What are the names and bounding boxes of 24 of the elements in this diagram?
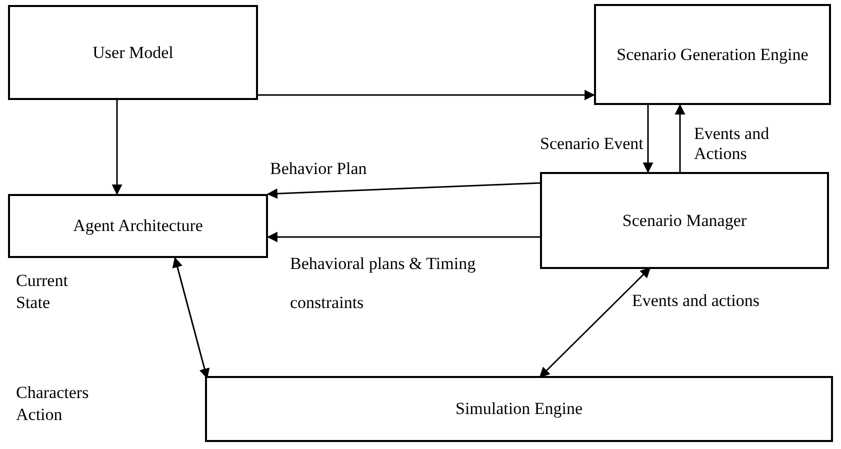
arrow [539, 267, 651, 378]
arrow [258, 90, 596, 100]
node-label: User Model [92, 42, 174, 64]
edge-label: Events and actions [632, 290, 760, 312]
process-box [540, 172, 829, 269]
process-box [205, 376, 833, 442]
arrow [674, 104, 686, 172]
process-box [8, 5, 258, 100]
annotation-label: Characters Action [16, 382, 90, 426]
process-box [594, 4, 831, 105]
arrow [266, 182, 540, 199]
edge-label: Behavior Plan [270, 158, 368, 180]
node-label: Scenario Generation Engine [616, 44, 810, 66]
node-label: Agent Architecture [72, 215, 204, 238]
annotation-label: Current State [16, 270, 69, 314]
arrow [112, 100, 122, 196]
process-box [8, 194, 268, 258]
edge-label: Events and Actions [694, 124, 770, 164]
node-label: Simulation Engine [454, 398, 584, 420]
edge-label: Scenario Event [540, 133, 644, 155]
node-label: Scenario Manager [621, 210, 748, 232]
arrow [266, 232, 540, 242]
edge-label: Behavioral plans & Timing constraints [290, 253, 477, 314]
arrow [642, 105, 654, 174]
